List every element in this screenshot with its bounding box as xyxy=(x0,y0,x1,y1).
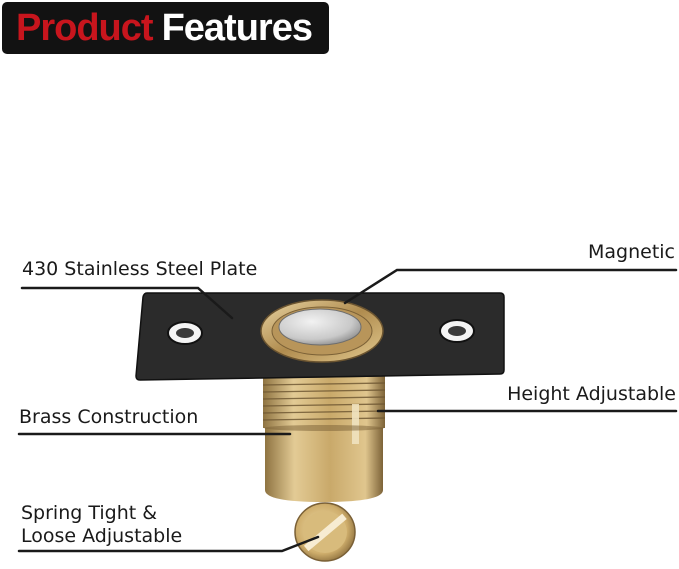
brass-barrel xyxy=(262,372,386,502)
product-features-badge: Product Features xyxy=(2,2,329,54)
badge-word-product: Product xyxy=(16,7,154,49)
leader-line-magnetic xyxy=(343,268,678,305)
magnet-assembly xyxy=(260,299,384,363)
spring-adjust-cap xyxy=(294,502,356,562)
label-height-adjustable: Height Adjustable xyxy=(507,383,676,405)
label-magnetic: Magnetic xyxy=(587,241,675,263)
label-spring-line1: Spring Tight & xyxy=(21,502,158,524)
label-steel-plate: 430 Stainless Steel Plate xyxy=(22,258,258,280)
leader-line-spring xyxy=(17,535,320,553)
badge-word-features: Features xyxy=(161,7,313,49)
label-brass-construction: Brass Construction xyxy=(19,406,199,428)
label-spring-line2: Loose Adjustable xyxy=(21,525,183,547)
leader-line-steel-plate xyxy=(20,286,234,320)
